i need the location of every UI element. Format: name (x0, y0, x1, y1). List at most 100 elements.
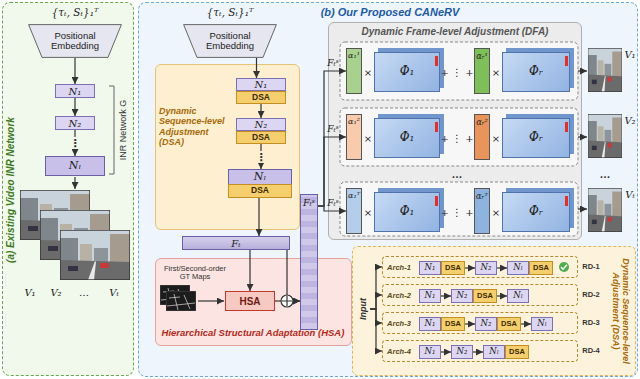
label-text: × (491, 207, 501, 218)
architecture-row: Arch-3N₁DSAN₂DSANₗ (382, 312, 578, 334)
basis-tensor: Φ₁ (374, 52, 440, 92)
label-text: First/Second-order GT Maps (157, 265, 233, 282)
node-text: α₁¹ (348, 52, 360, 61)
node-text: Arch-2 (387, 292, 411, 301)
label-text: RD-2 (581, 291, 601, 299)
layer-box: Nₗ (483, 345, 505, 359)
node-text: N₁ (255, 79, 268, 90)
node-text: Dynamic Frame-level Adjustment (DFA) (330, 26, 580, 38)
frame-row-outline (340, 182, 578, 236)
label-text: V₁ (23, 287, 36, 298)
node-text: Nₗ (254, 171, 266, 183)
frame-row-outline (340, 108, 578, 166)
panel-region: (a) Existing Video INR Network Positional… (2, 2, 134, 376)
edge-label: Fₜˢ (326, 59, 340, 69)
text-node: Input (356, 284, 370, 334)
node-text: DSA (445, 320, 461, 328)
label-text: × (491, 67, 501, 78)
node-text: Hierarchical Structural Adaptation (HSA) (155, 328, 351, 339)
node-text: Positional Embedding (195, 31, 265, 52)
connector-arrow (249, 250, 250, 291)
connector-arrow (74, 58, 75, 84)
trapezoid-outline (184, 25, 277, 58)
bracket (109, 86, 114, 174)
label-text: … (78, 287, 90, 298)
node-text: N₁ (425, 263, 436, 272)
node-text: Dynamic Sequence-level Adjustment (DSA) (159, 106, 231, 147)
node-text: DSA (252, 93, 270, 102)
layer-box: N₂ (475, 261, 497, 275)
node-text: (b) Our Proposed CANeRV (270, 6, 510, 19)
dsa-box: DSA (236, 91, 286, 104)
layer-box: N₁ (236, 78, 286, 91)
node-text: DSA (445, 264, 461, 272)
alpha-chip: α₁ᵀ (346, 188, 362, 234)
label-text: RD-1 (581, 263, 601, 271)
node-text: Dynamic Sequence-level Adjustment (DSA) (611, 248, 632, 374)
node-text: DSA (533, 264, 549, 272)
dsa-box: DSA (497, 317, 521, 331)
panel-region: Dynamic Sequence-level Adjustment (DSA) N… (155, 64, 300, 230)
layer-box: Nₗ (228, 169, 292, 185)
node-text: αᵣ² (476, 118, 488, 127)
label-text: Vₜ (624, 189, 636, 200)
node-text: Φ₁ (400, 205, 415, 218)
layer-box: Nₗ (507, 289, 529, 303)
node-text: DSA (509, 348, 525, 356)
input-arrow (198, 300, 224, 301)
region-background (2, 2, 134, 376)
label-text: × (363, 133, 373, 144)
embedding-trapezoid: Positional Embedding (28, 24, 122, 58)
hsa-box: HSA (225, 291, 275, 311)
layer-box: N₁ (55, 84, 95, 98)
node-text: Nₗ (489, 347, 499, 356)
connector-arrow (287, 250, 300, 301)
layer-box: N₂ (451, 345, 473, 359)
connector-arrow (318, 71, 346, 206)
frame-row-outline (340, 42, 578, 100)
label-text: {τₜ, Sₜ}₁ᵀ (51, 7, 100, 19)
alpha-chip: αᵣ¹ (474, 48, 490, 94)
embedding-trapezoid: Positional Embedding (183, 24, 277, 58)
architecture-row: Arch-4 N₁ N₂ Nₗ DSA (382, 340, 578, 362)
connector-arrow (441, 295, 451, 296)
gt-map (166, 291, 196, 311)
node-text: Input (358, 298, 368, 320)
connector-arrow (465, 267, 475, 268)
node-text: Arch-3 (387, 320, 411, 329)
node-text: N₁ (69, 86, 82, 97)
node-text: N₂ (481, 263, 492, 272)
node-text: N₁ (425, 347, 436, 356)
layer-box: N₂ (451, 289, 473, 303)
node-text: αᵣ¹ (476, 52, 488, 61)
node-text: Φ₁ (400, 131, 415, 144)
sum-symbol (282, 296, 292, 306)
architecture-row: Arch-1N₁DSAN₂NₗDSA (382, 256, 578, 278)
trapezoid-outline (29, 25, 122, 58)
node-text: αᵣᵀ (476, 192, 488, 201)
node-text: Φᵣ (529, 205, 543, 218)
dsa-box: DSA (441, 261, 465, 275)
video-frame (588, 48, 622, 92)
label-text: × (363, 67, 373, 78)
connector-arrow (465, 323, 475, 324)
layer-box: N₁ (419, 289, 441, 303)
node-text: DSA (251, 186, 269, 195)
basis-tensor: Φᵣ (502, 52, 570, 92)
alpha-chip: αᵣᵀ (474, 188, 490, 234)
connector-arrow (74, 98, 75, 116)
node-text: N₂ (457, 291, 468, 300)
panel-region: (b) Our Proposed CANeRV Positional Embedd… (138, 2, 638, 377)
node-text: Arch-1 (387, 264, 411, 273)
label-text: … (451, 168, 464, 180)
node-text: (a) Existing Video INR Network (5, 101, 17, 279)
label-text: + ⋮ + (439, 67, 474, 78)
label-text: ⋮ (255, 151, 268, 163)
layer-box: N₁ (419, 317, 441, 331)
node-text: Arch-4 (387, 348, 411, 357)
label-text: INR Network G (119, 99, 129, 162)
connector-arrow (441, 351, 451, 352)
node-text: Φᵣ (529, 131, 543, 144)
